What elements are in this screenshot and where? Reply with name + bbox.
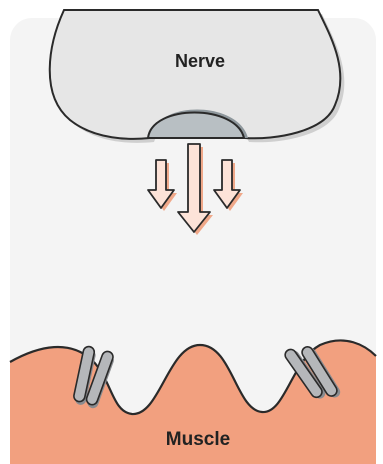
- muscle-label: Muscle: [166, 429, 230, 450]
- nerve-label: Nerve: [175, 51, 225, 71]
- nerve-terminal: [50, 10, 345, 143]
